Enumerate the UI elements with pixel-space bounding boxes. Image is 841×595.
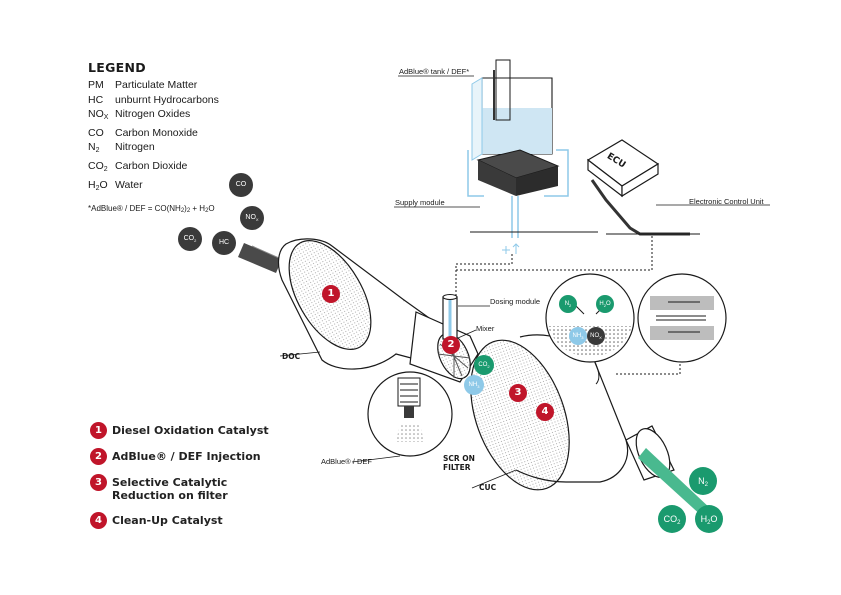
catalyst-marker-2: 2 [442,336,460,354]
step-item-2: 2 AdBlue® / DEF Injection [90,448,261,465]
molecule-nox-zoom: NOX [587,327,605,345]
cuc-label: CUC [479,483,497,492]
step-label: Reduction on filter [112,489,228,502]
step-label: AdBlue® / DEF Injection [112,450,261,463]
legend-description: Carbon Monoxide [115,126,198,139]
legend-entry: HC unburnt Hydrocarbons [88,93,288,108]
supply-module-label: Supply module [395,198,445,207]
legend-abbreviation: H2O [88,178,108,192]
legend-title: LEGEND [88,60,146,75]
scr-label-line1: SCR ON [443,454,475,463]
legend-entry: PM Particulate Matter [88,78,288,93]
step-item-4: 4 Clean-Up Catalyst [90,512,223,529]
step-number-badge: 3 [90,474,107,491]
adblue-def-label: AdBlue® / DEF [321,457,372,466]
molecule-co: CO [229,173,253,197]
legend-entry: N2 Nitrogen [88,140,288,159]
tank-label: AdBlue® tank / DEF* [399,67,470,76]
legend-description: Water [115,178,143,191]
legend-abbreviation: CO2 [88,159,108,173]
mixer-label: Mixer [476,324,495,333]
molecule-n2-out: N2 [689,467,717,495]
step-label: Diesel Oxidation Catalyst [112,424,269,437]
doc-catalyst-body [277,238,433,370]
legend-entry: H2O Water [88,178,288,197]
catalyst-marker-4: 4 [536,403,554,421]
catalyst-marker-3: 3 [509,384,527,402]
legend-abbreviation: PM [88,79,104,91]
inlet-pipe [238,243,282,273]
legend-description: Nitrogen Oxides [115,108,191,121]
ecu-name-label: Electronic Control Unit [689,197,764,206]
doc-label: DOC [282,352,301,361]
leader-lines [279,75,770,489]
legend-description: Particulate Matter [115,79,198,91]
molecule-nh3-zoom: NH3 [569,327,587,345]
outlet-stream [638,448,712,518]
dosing-module-label: Dosing module [490,297,541,306]
molecule-co2-mixer: CO2 [474,355,494,375]
molecule-hc: HC [212,231,236,255]
molecule-co2-in: CO2 [178,227,202,251]
step-number-badge: 4 [90,512,107,529]
legend-abbreviation: CO [88,126,104,139]
scr-label-line2: FILTER [443,463,471,472]
step-label: Clean-Up Catalyst [112,514,223,527]
dosing-module [442,294,458,340]
legend-entry: CO2 Carbon Dioxide [88,159,288,178]
legend-footnote: *AdBlue® / DEF = CO(NH2)2 + H2O [88,204,215,215]
step-item-1: 1 Diesel Oxidation Catalyst [90,422,269,439]
legend-entry: NOX Nitrogen Oxides [88,107,288,126]
step-label: Selective Catalytic [112,476,228,489]
step-number-badge: 1 [90,422,107,439]
catalyst-marker-1: 1 [322,285,340,303]
molecule-co2-out: CO2 [658,505,686,533]
legend-description: Carbon Dioxide [115,159,188,172]
legend-description: Nitrogen [115,141,155,154]
reaction-zoom [545,273,635,363]
molecule-nh3-mixer: NH3 [464,375,484,395]
legend-entry: CO Carbon Monoxide [88,126,288,141]
legend-description: unburnt Hydrocarbons [115,93,219,106]
ecu-unit [586,139,700,236]
molecule-h2o-zoom: H2O [596,295,614,313]
molecule-n2-zoom: N2 [559,295,577,313]
molecule-nox: NOX [240,206,264,230]
legend-abbreviation: HC [88,93,104,106]
filter-zoom [637,273,727,363]
step-number-badge: 2 [90,448,107,465]
legend-abbreviation: NOX [88,108,109,122]
molecule-h2o-out: H2O [695,505,723,533]
injector-zoom [367,371,453,457]
adblue-tank [467,59,598,254]
legend-abbreviation: N2 [88,141,100,155]
